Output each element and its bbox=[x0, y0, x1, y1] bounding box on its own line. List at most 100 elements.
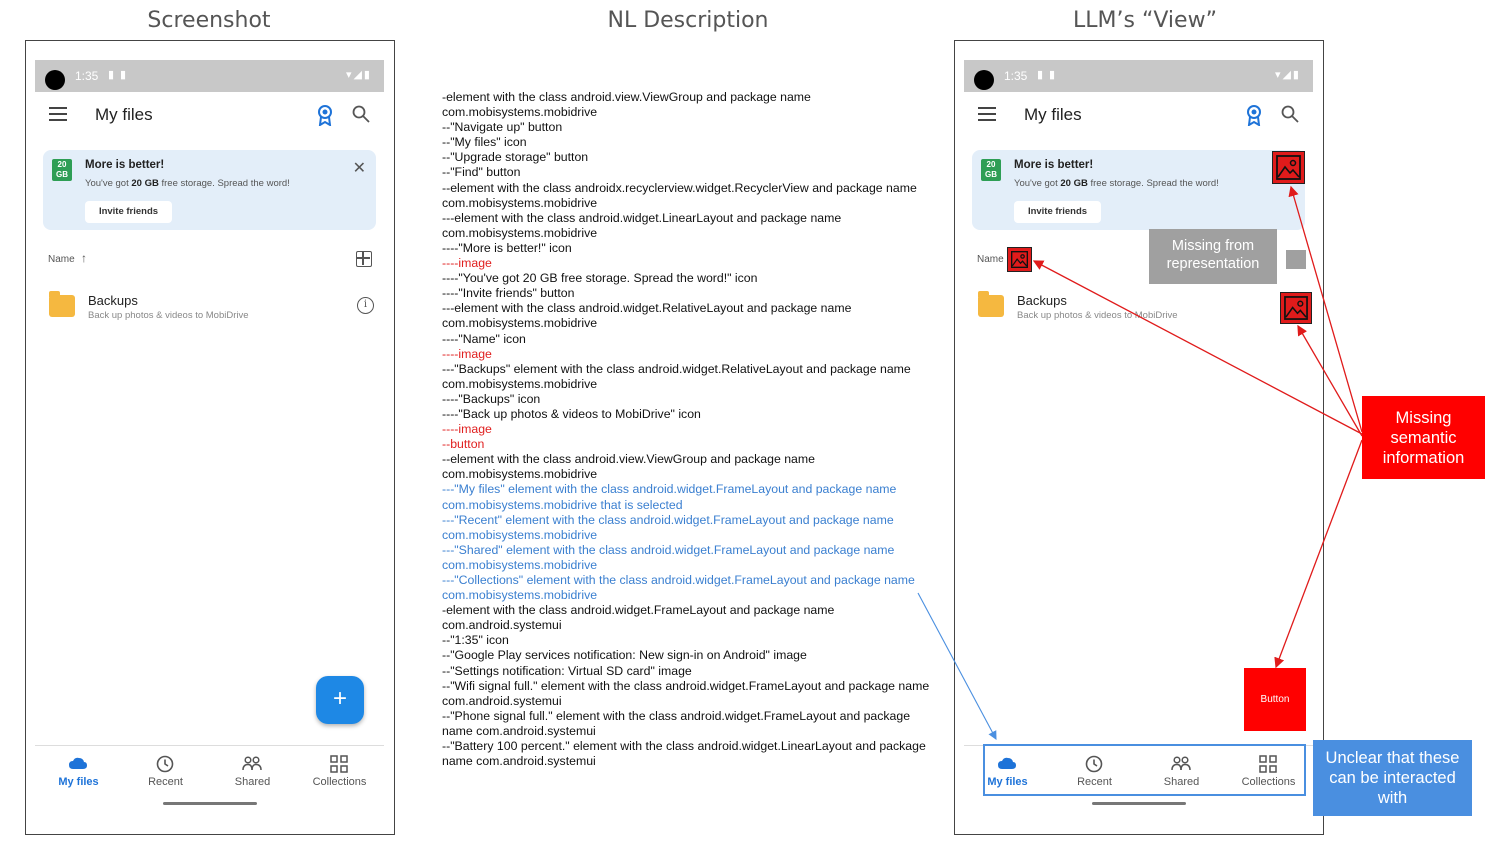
nav-collections[interactable]: Collections bbox=[1225, 746, 1312, 798]
search-icon[interactable] bbox=[352, 105, 370, 123]
clock-icon bbox=[1085, 755, 1103, 773]
status-bar: 1:35 ▮▮ ▾◢▮ bbox=[964, 60, 1313, 92]
nl-line: ----image bbox=[442, 346, 492, 361]
close-icon[interactable]: ✕ bbox=[352, 160, 366, 177]
upgrade-ribbon-icon[interactable] bbox=[1245, 104, 1263, 126]
signal-battery-icons: ▾◢▮ bbox=[345, 69, 372, 81]
nl-line: --"Phone signal full." element with the … bbox=[442, 708, 914, 738]
clock-icon bbox=[156, 755, 174, 773]
sort-label[interactable]: Name bbox=[977, 254, 1004, 265]
nl-line: ---"Shared" element with the class andro… bbox=[442, 542, 898, 572]
bottom-nav-highlight bbox=[983, 744, 1306, 796]
camera-cutout bbox=[45, 70, 65, 90]
upgrade-ribbon-icon[interactable] bbox=[316, 104, 334, 126]
menu-icon[interactable] bbox=[978, 107, 996, 121]
folder-icon bbox=[978, 291, 1004, 317]
button-placeholder: Button bbox=[1244, 668, 1306, 731]
nl-line: ---"Backups" element with the class andr… bbox=[442, 361, 915, 391]
llm-view-title: LLM’s “View” bbox=[1073, 8, 1217, 33]
nav-label: Shared bbox=[1163, 776, 1200, 788]
people-icon bbox=[242, 756, 262, 771]
nl-description: -element with the class android.view.Vie… bbox=[442, 90, 937, 769]
invite-friends-button[interactable]: Invite friends bbox=[1014, 201, 1101, 223]
banner-text: You've got 20 GB free storage. Spread th… bbox=[1014, 178, 1219, 189]
add-fab-button[interactable]: + bbox=[316, 676, 364, 724]
notification-icons: ▮▮ bbox=[108, 69, 133, 81]
nav-label: Collections bbox=[312, 776, 367, 788]
invite-friends-button[interactable]: Invite friends bbox=[85, 201, 172, 223]
status-time: 1:35 bbox=[1004, 69, 1028, 83]
nav-recent[interactable]: Recent bbox=[122, 746, 209, 798]
nl-line: -element with the class android.view.Vie… bbox=[442, 90, 815, 120]
app-bar: My files bbox=[35, 92, 384, 140]
screenshot-title: Screenshot bbox=[147, 8, 271, 33]
folder-icon bbox=[49, 291, 75, 317]
nav-collections[interactable]: Collections bbox=[296, 746, 383, 798]
file-name: Backups bbox=[1017, 293, 1067, 308]
info-icon[interactable]: i bbox=[357, 297, 374, 314]
nav-my-files[interactable]: My files bbox=[964, 746, 1051, 798]
file-subtitle: Back up photos & videos to MobiDrive bbox=[1017, 310, 1178, 321]
nav-my-files[interactable]: My files bbox=[35, 746, 122, 798]
sort-arrow-icon[interactable]: ↑ bbox=[81, 251, 87, 265]
nl-line: ----image bbox=[442, 422, 492, 437]
nav-label: Recent bbox=[1077, 776, 1112, 788]
missing-image-placeholder-icon bbox=[1007, 247, 1032, 272]
banner-text: You've got 20 GB free storage. Spread th… bbox=[85, 178, 290, 189]
people-icon bbox=[1171, 756, 1191, 771]
nl-line: ----"Backups" icon bbox=[442, 391, 541, 406]
nl-line: ----"Back up photos & videos to MobiDriv… bbox=[442, 406, 701, 421]
nl-line: --element with the class android.view.Vi… bbox=[442, 452, 819, 482]
banner-title: More is better! bbox=[1014, 159, 1094, 171]
file-row-backups[interactable]: Backups Back up photos & videos to MobiD… bbox=[35, 288, 384, 328]
collections-icon bbox=[1259, 755, 1277, 773]
signal-battery-icons: ▾◢▮ bbox=[1274, 69, 1301, 81]
unclear-interaction-callout: Unclear that these can be interacted wit… bbox=[1313, 740, 1472, 816]
nl-line: --"Upgrade storage" button bbox=[442, 150, 589, 165]
nl-line: --"Settings notification: Virtual SD car… bbox=[442, 663, 692, 678]
nl-line: --element with the class androidx.recycl… bbox=[442, 180, 921, 210]
bottom-nav: My files Recent Shared Collections bbox=[35, 745, 384, 805]
search-icon[interactable] bbox=[1281, 105, 1299, 123]
nl-line: ----"More is better!" icon bbox=[442, 240, 572, 255]
nav-label: Collections bbox=[1241, 776, 1296, 788]
nl-line: ----image bbox=[442, 256, 492, 271]
sort-label[interactable]: Name bbox=[48, 254, 75, 265]
file-name: Backups bbox=[88, 293, 138, 308]
nl-line: --"My files" icon bbox=[442, 135, 527, 150]
file-subtitle: Back up photos & videos to MobiDrive bbox=[88, 310, 249, 321]
sort-row: Name ↑ bbox=[35, 248, 384, 272]
nl-line: --"Battery 100 percent." element with th… bbox=[442, 739, 930, 769]
file-row-backups[interactable]: Backups Back up photos & videos to MobiD… bbox=[964, 288, 1313, 328]
nav-label: Recent bbox=[148, 776, 183, 788]
nl-line: ----"You've got 20 GB free storage. Spre… bbox=[442, 271, 758, 286]
menu-icon[interactable] bbox=[49, 107, 67, 121]
grid-view-icon[interactable] bbox=[356, 251, 372, 267]
nl-line: ----"Name" icon bbox=[442, 331, 526, 346]
nav-recent[interactable]: Recent bbox=[1051, 746, 1138, 798]
nl-line: ---element with the class android.widget… bbox=[442, 301, 855, 331]
cloud-icon bbox=[69, 757, 87, 769]
sort-row: Name bbox=[964, 248, 1313, 272]
status-time: 1:35 bbox=[75, 69, 99, 83]
app-bar: My files bbox=[964, 92, 1313, 140]
nl-line: --"Navigate up" button bbox=[442, 120, 563, 135]
nav-label: My files bbox=[58, 776, 99, 788]
nl-line: -element with the class android.widget.F… bbox=[442, 603, 838, 633]
missing-grid-placeholder bbox=[1286, 250, 1306, 269]
notification-icons: ▮▮ bbox=[1037, 69, 1062, 81]
nav-shared[interactable]: Shared bbox=[1138, 746, 1225, 798]
nl-line: ---"Collections" element with the class … bbox=[442, 573, 919, 603]
nl-line: --"Wifi signal full." element with the c… bbox=[442, 678, 933, 708]
nl-line: ---"Recent" element with the class andro… bbox=[442, 512, 898, 542]
nl-line: ----"Invite friends" button bbox=[442, 286, 575, 301]
nl-line: ---element with the class android.widget… bbox=[442, 210, 845, 240]
missing-semantic-callout: Missing semantic information bbox=[1362, 396, 1485, 479]
home-indicator bbox=[1092, 802, 1186, 805]
nav-shared[interactable]: Shared bbox=[209, 746, 296, 798]
nl-description-title: NL Description bbox=[607, 8, 769, 33]
